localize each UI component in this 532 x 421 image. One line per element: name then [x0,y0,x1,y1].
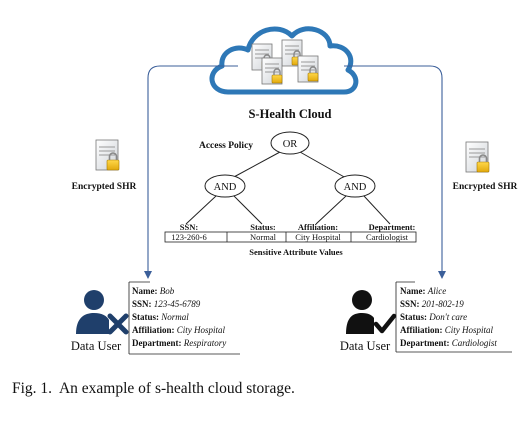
alice-ssn-value: 201-802-19 [422,299,464,309]
bob-name-value: Bob [160,286,175,296]
alice-name-key: Name: [400,286,426,296]
svg-text:Affiliation: City Hospital: Affiliation: City Hospital [400,325,494,335]
attr-name-ssn: SSN: [180,222,199,232]
bob-status-value: Normal [160,312,189,322]
svg-text:Department: Respiratory: Department: Respiratory [132,338,226,348]
attr-value-ssn: 123-260-6 [171,232,206,242]
encrypted-shr-right-label: Encrypted SHR [453,182,518,192]
figure-caption-text: An example of s-health cloud storage. [58,380,295,397]
bob-ssn-key: SSN: [132,299,152,309]
svg-text:SSN: 201-802-19: SSN: 201-802-19 [400,299,464,309]
svg-text:Status: Normal: Status: Normal [132,312,189,322]
encrypted-shr-left-label: Encrypted SHR [72,182,137,192]
bob-status-key: Status: [132,312,159,322]
bob-affiliation-key: Affiliation: [132,325,175,335]
alice-status-value: Don't care [428,312,467,322]
encrypted-shr-left-icon [95,139,120,171]
encrypted-documents-icon [251,39,319,85]
alice-name-value: Alice [427,286,447,296]
bob-attribute-box: Name: Bob SSN: 123-45-6789 Status: Norma… [128,281,240,355]
user-approved-icon [346,290,397,334]
policy-tree-edges [185,151,391,225]
alice-affiliation-value: City Hospital [445,325,494,335]
or-node: OR [270,131,310,155]
bob-department-key: Department: [132,338,181,348]
alice-department-key: Department: [400,338,449,348]
arrow-to-alice [344,65,446,279]
bob-name-key: Name: [132,286,158,296]
svg-text:Name: Bob: Name: Bob [132,286,175,296]
bob-ssn-value: 123-45-6789 [154,299,201,309]
alice-affiliation-key: Affiliation: [400,325,443,335]
attr-value-status: Normal [250,232,277,242]
figure-number: Fig. 1. [12,380,53,397]
alice-data-user-label: Data User [340,339,391,353]
svg-text:Name: Alice: Name: Alice [400,286,446,296]
or-node-label: OR [283,139,298,150]
alice-department-value: Cardiologist [452,338,498,348]
attr-value-affiliation: City Hospital [295,232,341,242]
svg-text:SSN: 123-45-6789: SSN: 123-45-6789 [132,299,201,309]
and-node-left-label: AND [214,182,237,193]
access-policy-label: Access Policy [199,141,253,151]
encrypted-shr-right-icon [465,141,490,173]
attr-name-affiliation: Affiliation: [298,222,338,232]
attr-name-status: Status: [250,222,276,232]
arrow-to-bob [144,65,238,279]
and-node-right: AND [334,174,376,198]
attr-name-department: Department: [369,222,416,232]
and-node-left: AND [204,174,246,198]
svg-text:Affiliation: City Hospital: Affiliation: City Hospital [132,325,226,335]
alice-status-key: Status: [400,312,427,322]
attr-value-department: Cardiologist [366,232,409,242]
bob-data-user-label: Data User [71,339,122,353]
sensitive-values-caption: Sensitive Attribute Values [249,247,343,257]
bob-department-value: Respiratory [183,338,227,348]
bob-affiliation-value: City Hospital [177,325,226,335]
attribute-values-table: 123-260-6 Normal City Hospital Cardiolog… [164,231,417,243]
svg-text:Status: Don't care: Status: Don't care [400,312,467,322]
user-denied-icon [76,290,129,335]
figure-caption: Fig. 1. An example of s-health cloud sto… [12,380,295,398]
alice-attribute-box: Name: Alice SSN: 201-802-19 Status: Don'… [395,281,512,353]
alice-ssn-key: SSN: [400,299,420,309]
svg-text:Department: Cardiologist: Department: Cardiologist [400,338,497,348]
and-node-right-label: AND [344,182,367,193]
cloud-title: S-Health Cloud [248,107,331,121]
